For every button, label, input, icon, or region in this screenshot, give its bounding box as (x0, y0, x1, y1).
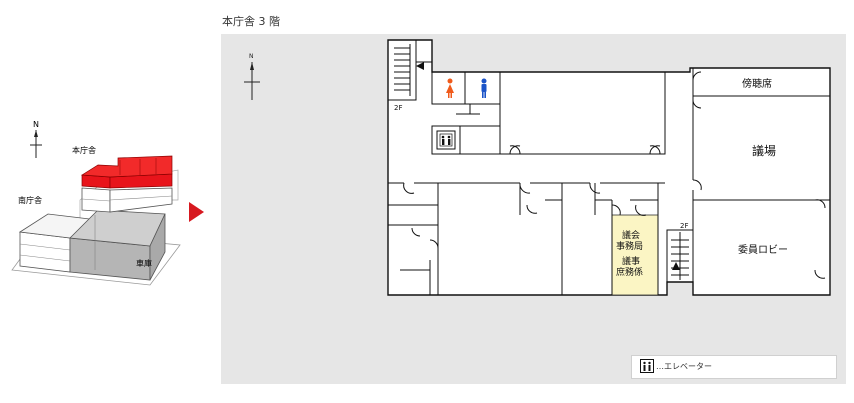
male-restroom-icon (481, 78, 487, 98)
legend-box (631, 355, 837, 379)
south-building-label: 南庁舎 (18, 195, 42, 205)
stair-label-west: 2F (394, 104, 402, 112)
stair-arrow-icon (416, 62, 424, 70)
stair-arrow-icon (672, 262, 680, 270)
pointer-arrow-icon (189, 202, 204, 222)
plan-north-label: N (249, 53, 254, 60)
floor-plan: N (244, 39, 831, 296)
main-building (81, 187, 173, 213)
floor-title: 本庁舎 3 階 (222, 15, 280, 28)
overview-north-arrow-icon (30, 130, 42, 158)
assembly-hall-label: 議場 (752, 144, 776, 158)
gallery-label: 傍聴席 (742, 77, 772, 90)
committee-lobby-label: 委員ロビー (738, 243, 788, 256)
secretariat-label-line2: 事務局 (616, 240, 643, 252)
interior-walls (387, 39, 830, 295)
affairs-label-line1: 議事 (622, 255, 640, 267)
building-overview: N 本庁舎 南庁舎 車庫 (11, 120, 181, 286)
main-building-label: 本庁舎 (72, 145, 96, 155)
stair-label-east: 2F (680, 222, 688, 230)
highlighted-third-floor (80, 155, 173, 189)
plan-north-arrow-icon (244, 62, 260, 100)
affairs-label-line2: 庶務係 (616, 266, 643, 278)
garage-building (69, 209, 166, 281)
female-restroom-icon (446, 78, 454, 98)
elevator-icon[interactable] (436, 130, 456, 150)
overview-north-label: N (33, 120, 39, 129)
secretariat-room[interactable] (611, 214, 659, 296)
legend-elevator-icon (640, 359, 654, 373)
legend-elevator-text: …エレベーター (656, 362, 712, 371)
garage-label: 車庫 (136, 258, 152, 268)
secretariat-label-line1: 議会 (622, 229, 640, 241)
